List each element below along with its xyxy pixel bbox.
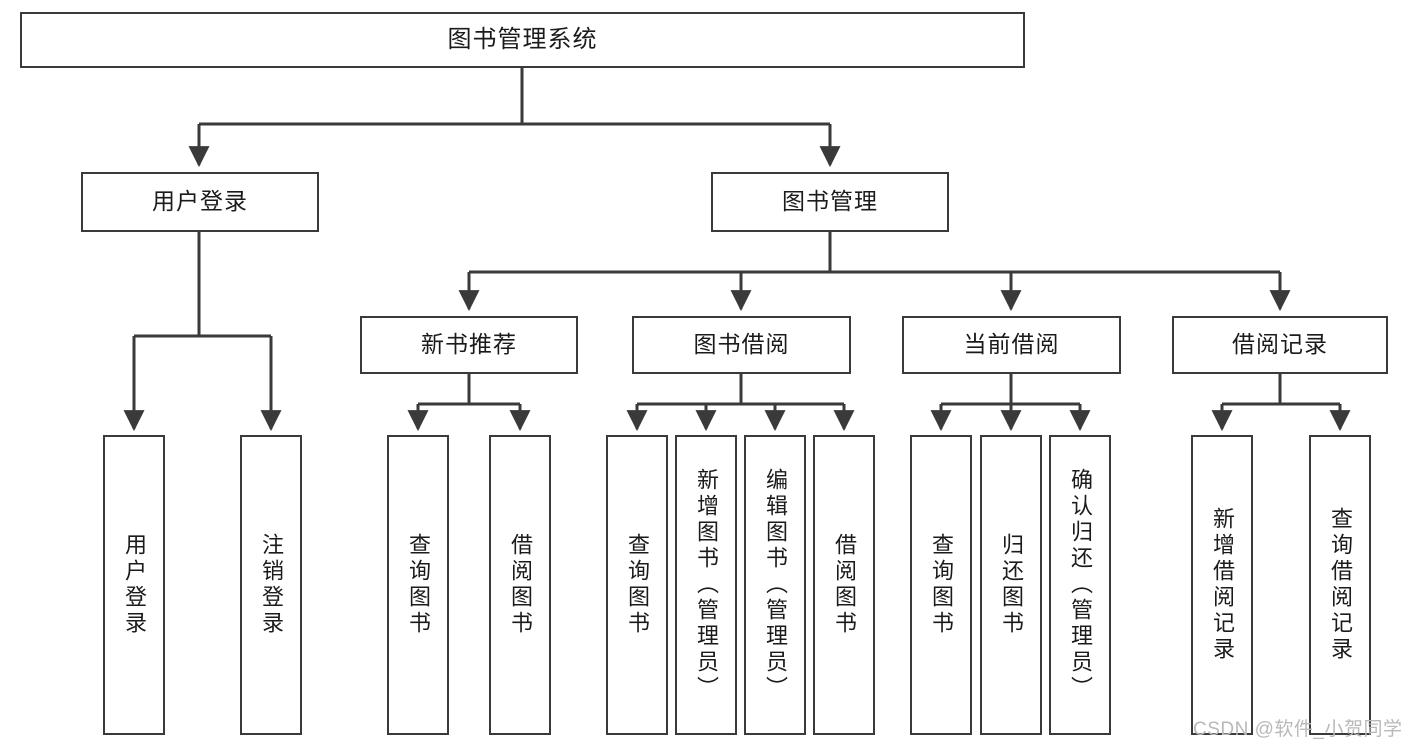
leaf-current-return-book-label: 归还图书 — [999, 533, 1024, 637]
node-current-borrow[interactable]: 当前借阅 — [902, 316, 1121, 374]
node-user-login[interactable]: 用户登录 — [81, 172, 319, 232]
node-book-management-label: 图书管理 — [782, 188, 878, 215]
leaf-recommend-query-book[interactable]: 查询图书 — [387, 435, 449, 735]
node-root-system-label: 图书管理系统 — [447, 25, 598, 53]
node-current-borrow-label: 当前借阅 — [963, 331, 1060, 358]
leaf-borrow-borrow-book-label: 借阅图书 — [832, 533, 857, 637]
leaf-borrow-add-book-admin-label: 新增图书（管理员） — [694, 468, 719, 702]
leaf-user-login-login-label: 用户登录 — [122, 533, 147, 637]
leaf-current-query-book-label: 查询图书 — [929, 533, 954, 637]
node-book-management[interactable]: 图书管理 — [711, 172, 949, 232]
leaf-user-login-login[interactable]: 用户登录 — [103, 435, 165, 735]
leaf-recommend-borrow-book[interactable]: 借阅图书 — [489, 435, 551, 735]
leaf-borrow-query-book-label: 查询图书 — [625, 533, 650, 637]
leaf-borrow-query-book[interactable]: 查询图书 — [606, 435, 668, 735]
leaf-user-login-logout-label: 注销登录 — [259, 533, 284, 637]
node-user-login-label: 用户登录 — [152, 188, 248, 215]
leaf-recommend-borrow-book-label: 借阅图书 — [508, 533, 533, 637]
leaf-borrow-borrow-book[interactable]: 借阅图书 — [813, 435, 875, 735]
node-borrow-record[interactable]: 借阅记录 — [1172, 316, 1388, 374]
node-root-system[interactable]: 图书管理系统 — [20, 12, 1025, 68]
leaf-recommend-query-book-label: 查询图书 — [406, 533, 431, 637]
node-borrow-record-label: 借阅记录 — [1232, 331, 1328, 358]
leaf-record-query-record-label: 查询借阅记录 — [1328, 507, 1353, 663]
leaf-borrow-edit-book-admin-label: 编辑图书（管理员） — [763, 468, 788, 702]
node-new-book-recommend-label: 新书推荐 — [421, 331, 517, 358]
node-book-borrow[interactable]: 图书借阅 — [632, 316, 851, 374]
node-book-borrow-label: 图书借阅 — [693, 331, 790, 358]
watermark-text: CSDN @软件_小贺同学 — [1193, 719, 1403, 740]
leaf-current-query-book[interactable]: 查询图书 — [910, 435, 972, 735]
leaf-record-add-record-label: 新增借阅记录 — [1210, 507, 1235, 663]
leaf-borrow-add-book-admin[interactable]: 新增图书（管理员） — [675, 435, 737, 735]
leaf-user-login-logout[interactable]: 注销登录 — [240, 435, 302, 735]
leaf-record-query-record[interactable]: 查询借阅记录 — [1309, 435, 1371, 735]
leaf-current-return-book[interactable]: 归还图书 — [980, 435, 1042, 735]
leaf-record-add-record[interactable]: 新增借阅记录 — [1191, 435, 1253, 735]
node-new-book-recommend[interactable]: 新书推荐 — [360, 316, 578, 374]
leaf-current-confirm-return-admin[interactable]: 确认归还（管理员） — [1049, 435, 1111, 735]
leaf-borrow-edit-book-admin[interactable]: 编辑图书（管理员） — [744, 435, 806, 735]
leaf-current-confirm-return-admin-label: 确认归还（管理员） — [1068, 468, 1093, 702]
